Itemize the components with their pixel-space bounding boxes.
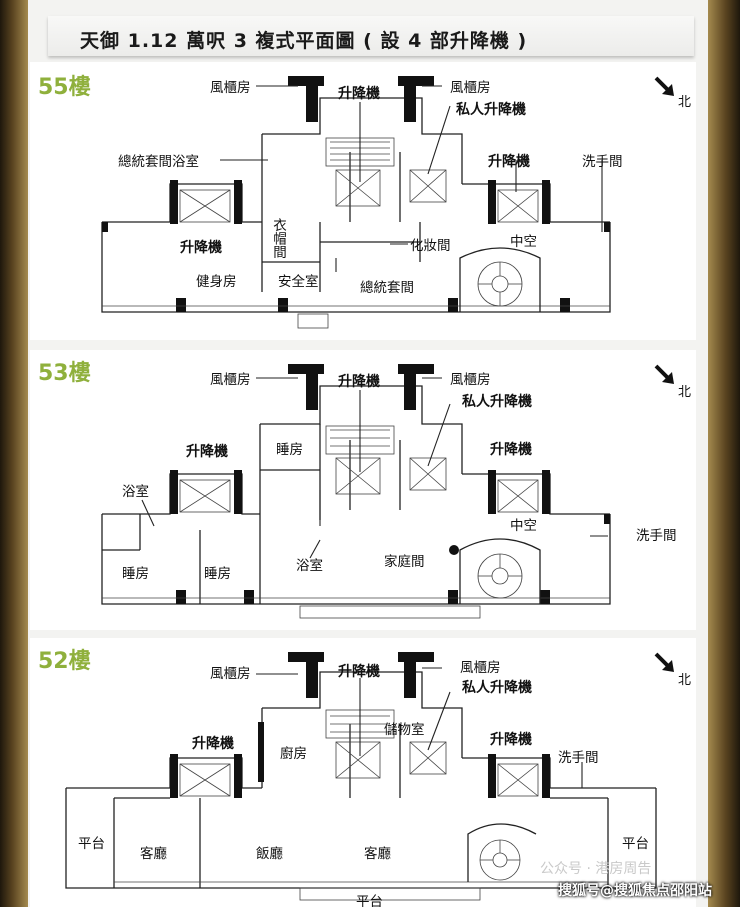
label-storage: 儲物室 [384, 721, 425, 738]
label-private-lift: 私人升降機 [456, 101, 526, 118]
label-master-suite: 總統套間 [360, 279, 414, 296]
label-terrace-bottom: 平台 [356, 894, 383, 907]
label-wardrobe-left: 風櫃房 [210, 80, 251, 96]
lift-shafts [179, 137, 539, 223]
label-lift-right: 升降機 [490, 441, 532, 458]
spiral-staircase [467, 823, 537, 882]
lift-shafts [179, 709, 539, 797]
compass-north-label: 北 [678, 385, 691, 400]
spiral-staircase [459, 538, 541, 604]
floorplan-53: 53樓 風櫃房 升降機 風櫃房 私人升降機 睡房 升降機 升降機 浴室 中空 洗… [38, 361, 691, 619]
gold-frame-right [708, 0, 740, 907]
label-bedroom-top: 睡房 [276, 442, 303, 458]
label-wardrobe-right: 風櫃房 [460, 660, 501, 676]
label-lift-left: 升降機 [186, 443, 228, 460]
label-bedroom-2: 睡房 [204, 566, 231, 582]
walls [101, 364, 611, 619]
leader-lines [220, 85, 603, 272]
compass-north-label: 北 [678, 95, 691, 110]
lift-shafts [179, 425, 539, 513]
label-vanity: 化妝間 [410, 238, 451, 254]
label-powder: 洗手間 [558, 750, 599, 766]
north-arrow-icon [654, 652, 674, 672]
label-void: 中空 [510, 234, 537, 250]
label-powder: 洗手間 [636, 528, 677, 544]
label-void: 中空 [510, 518, 537, 534]
label-wardrobe-right: 風櫃房 [450, 80, 491, 96]
floorplan-52: 52樓 風櫃房 升降機 風櫃房 私人升降機 儲物室 升降機 廚房 升降機 洗手間… [38, 649, 691, 907]
label-lift-left: 升降機 [192, 735, 234, 752]
north-arrow-icon [654, 364, 674, 384]
label-lift-center: 升降機 [338, 663, 380, 680]
label-gym: 健身房 [196, 274, 237, 290]
leader-lines [141, 377, 608, 559]
label-terrace-right: 平台 [622, 836, 649, 852]
label-lift-left: 升降機 [180, 239, 222, 256]
north-arrow-icon [654, 76, 674, 96]
label-kitchen: 廚房 [280, 745, 307, 762]
label-lift-center: 升降機 [338, 85, 380, 102]
label-living-left: 客廳 [140, 845, 167, 862]
label-private-lift: 私人升降機 [462, 393, 532, 410]
floorplan-55: 55樓 風櫃房 升降機 風櫃房 私人升降機 總統套間浴室 升降機 洗手間 衣帽間… [38, 75, 691, 329]
label-living-right: 客廳 [364, 845, 391, 862]
label-dining: 飯廳 [256, 845, 283, 862]
spiral-staircase [459, 247, 541, 312]
label-terrace-left: 平台 [78, 836, 105, 852]
floor-panel-53: 53樓 風櫃房 升降機 風櫃房 私人升降機 睡房 升降機 升降機 浴室 中空 洗… [30, 350, 696, 630]
label-lift-right: 升降機 [490, 731, 532, 748]
label-bath-center: 浴室 [296, 557, 323, 574]
watermark-text: 公众号 · 港房周告 [540, 861, 652, 877]
label-cloak: 衣帽間 [270, 218, 287, 260]
leader-lines [256, 667, 583, 788]
walls [101, 76, 611, 329]
label-safe-room: 安全室 [278, 273, 319, 290]
label-lift-right: 升降機 [488, 153, 530, 170]
label-powder: 洗手間 [582, 154, 623, 170]
label-wardrobe-left: 風櫃房 [210, 372, 251, 388]
title-bar [48, 16, 694, 56]
compass-north-label: 北 [678, 673, 691, 688]
walls [65, 652, 657, 901]
gold-frame-left [0, 0, 28, 907]
label-bedroom-1: 睡房 [122, 566, 149, 582]
floor-panel-52: 52樓 風櫃房 升降機 風櫃房 私人升降機 儲物室 升降機 廚房 升降機 洗手間… [30, 638, 696, 907]
floor-label-55: 55樓 [38, 75, 91, 100]
label-bath-left: 浴室 [122, 483, 149, 500]
label-private-lift: 私人升降機 [462, 679, 532, 696]
floor-label-52: 52樓 [38, 649, 91, 674]
source-watermark: 搜狐号@搜狐焦点邵阳站 [558, 883, 712, 899]
floor-panel-55: 55樓 風櫃房 升降機 風櫃房 私人升降機 總統套間浴室 升降機 洗手間 衣帽間… [30, 62, 696, 340]
floor-label-53: 53樓 [38, 361, 91, 386]
page-title: 天御 1.12 萬呎 3 複式平面圖 ( 設 4 部升降機 ) [80, 30, 528, 52]
label-wardrobe-left: 風櫃房 [210, 666, 251, 682]
label-wardrobe-right: 風櫃房 [450, 372, 491, 388]
label-lift-center: 升降機 [338, 373, 380, 390]
label-family-room: 家庭間 [384, 553, 425, 570]
label-master-bath: 總統套間浴室 [118, 153, 199, 170]
